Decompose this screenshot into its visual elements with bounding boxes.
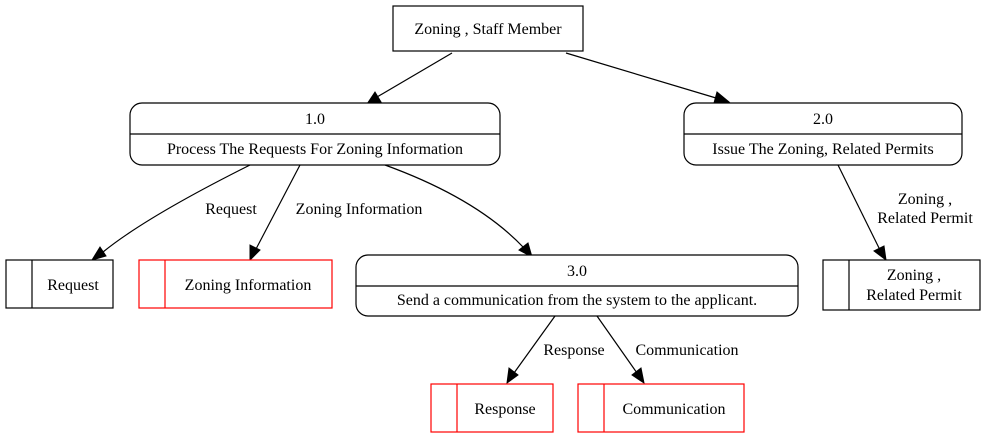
flow-label-communication: Communication [635,342,738,359]
process-1-label: Process The Requests For Zoning Informat… [167,141,463,158]
data-store-request[interactable]: Request [5,259,114,309]
store-zoning-information-label: Zoning Information [185,277,312,294]
flow-label-permit-line-1: Zoning , [898,191,952,208]
flow-label-request: Request [205,201,257,218]
process-2-number: 2.0 [813,111,833,128]
flow-process-1-to-process-3 [384,164,533,259]
flow-entity-to-process-1 [365,52,453,105]
process-3[interactable]: 3.0 Send a communication from the system… [355,254,799,317]
data-store-response[interactable]: Response [430,383,554,433]
data-store-zoning-permit[interactable]: Zoning , Related Permit [822,259,981,311]
entity-box [392,5,584,52]
store-communication-label: Communication [622,401,725,418]
process-3-label: Send a communication from the system to … [397,292,757,309]
store-zoning-permit-line-2: Related Permit [866,287,962,304]
store-zoning-permit-line-1: Zoning , [887,267,941,284]
flow-label-response: Response [543,342,604,359]
store-request-box [5,259,114,309]
process-3-number: 3.0 [567,263,587,280]
flow-process-3-to-communication [596,315,645,385]
process-2[interactable]: 2.0 Issue The Zoning, Related Permits [683,102,963,166]
entity-label: Zoning , Staff Member [414,21,562,38]
store-request-label: Request [47,277,99,294]
data-store-communication[interactable]: Communication [577,383,745,433]
flow-process-2-to-zoning-permit [837,164,887,262]
store-response-label: Response [474,401,535,418]
flow-process-3-to-response [506,315,556,385]
store-communication-box [577,383,745,433]
external-entity-zoning-staff[interactable]: Zoning , Staff Member [392,5,584,52]
process-1[interactable]: 1.0 Process The Requests For Zoning Info… [129,102,501,166]
process-1-number: 1.0 [305,111,325,128]
flow-label-permit-line-2: Related Permit [877,210,973,227]
flow-label-zoning-information: Zoning Information [296,201,423,218]
store-zoning-information-box [138,259,333,309]
flow-entity-to-process-2 [565,52,731,104]
flow-process-1-to-request [90,164,251,261]
process-2-label: Issue The Zoning, Related Permits [712,141,933,158]
store-response-box [430,383,554,433]
data-store-zoning-information[interactable]: Zoning Information [138,259,333,309]
flow-process-1-to-zoning-information [249,164,301,262]
